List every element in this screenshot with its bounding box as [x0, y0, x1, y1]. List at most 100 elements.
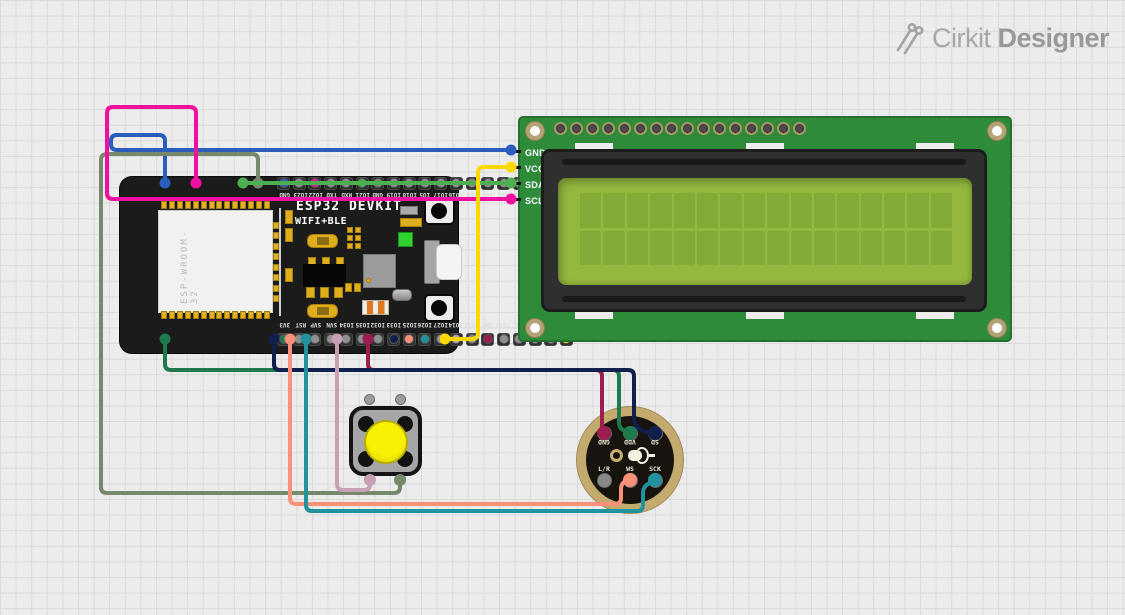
lcd-pin[interactable] [713, 122, 727, 135]
lcd-char-cell [696, 193, 719, 228]
lcd-char-cell [720, 230, 742, 265]
esp32-pin[interactable] [497, 332, 511, 346]
lcd-pin[interactable] [585, 122, 599, 135]
crystal-pad [355, 227, 361, 233]
button-cap[interactable] [363, 419, 408, 464]
lcd-pin[interactable] [681, 122, 695, 135]
esp32-pin[interactable] [402, 332, 416, 346]
mic-label-lr: L/R [598, 465, 610, 473]
lcd-pin[interactable] [745, 122, 759, 135]
lcd-char-cell [743, 230, 766, 265]
lcd-char-cell [837, 193, 859, 228]
lcd-char-cell [860, 230, 883, 265]
crystal-pad [347, 227, 353, 233]
wire-terminal-mic-sck[interactable] [648, 473, 662, 487]
lcd-pin[interactable] [792, 122, 806, 135]
lcd16x2-display[interactable]: GND VCC SDA SCL [513, 116, 1012, 342]
lcd-char-cell [580, 230, 602, 265]
module-pad [216, 311, 223, 319]
module-pad [273, 274, 279, 282]
wire-terminal-lcd-sda[interactable] [505, 177, 517, 189]
module-pad [184, 201, 191, 209]
bezel-slot [562, 159, 966, 165]
wire-lcd-scl[interactable] [105, 105, 513, 201]
module-pad [232, 311, 239, 319]
module-pad [256, 201, 263, 209]
wire-button-io14[interactable] [335, 337, 372, 492]
module-pads-bottom [161, 311, 270, 319]
wire-terminal-lcd-scl[interactable] [190, 177, 202, 189]
mic-icon-stem [649, 454, 655, 457]
esp32-pin[interactable] [387, 332, 401, 346]
wire-terminal-button-gnd[interactable] [394, 474, 406, 486]
button-pin[interactable] [395, 394, 406, 405]
wire-terminal-lcd-gnd[interactable] [505, 144, 517, 156]
lcd-pin[interactable] [569, 122, 583, 135]
usb-uart-chip [363, 254, 396, 288]
wire-terminal-lcd-scl[interactable] [505, 193, 517, 205]
pin-hole [667, 124, 677, 133]
wire-terminal-mic-vdd[interactable] [159, 333, 171, 345]
wire-terminal-lcd-vcc[interactable] [505, 161, 517, 173]
capacitor-body [317, 237, 329, 245]
brand-logo: Cirkit Designer [889, 20, 1109, 56]
pin-hole [731, 124, 741, 133]
screw-hole [987, 318, 1007, 338]
lcd-pin[interactable] [617, 122, 631, 135]
pin-hole [651, 124, 661, 133]
esp32-pin[interactable] [418, 332, 432, 346]
lcd-pin[interactable] [554, 122, 567, 135]
wire-terminal-mic-sd[interactable] [648, 426, 662, 440]
lcd-pin[interactable] [665, 122, 679, 135]
wire-terminal-mic-ws[interactable] [623, 473, 637, 487]
wire-terminal-mic-ws[interactable] [284, 333, 296, 345]
lcd-bezel [541, 149, 987, 312]
lcd-pin[interactable] [649, 122, 663, 135]
diode [392, 289, 412, 301]
button-pin[interactable] [364, 394, 375, 405]
lcd-pin[interactable] [697, 122, 711, 135]
lcd-pin[interactable] [760, 122, 774, 135]
wire-terminal-lcd-gnd[interactable] [159, 177, 171, 189]
module-pad [200, 201, 207, 209]
solder-tab [916, 310, 954, 319]
module-pad [263, 201, 270, 209]
module-pad [176, 311, 183, 319]
wire-button-gnd[interactable] [99, 152, 402, 495]
lcd-pin[interactable] [729, 122, 743, 135]
esp32-pin[interactable] [371, 332, 385, 346]
pin-hole [556, 124, 565, 133]
lcd-pin[interactable] [633, 122, 647, 135]
wire-terminal-button-io14[interactable] [331, 333, 343, 345]
push-button[interactable] [349, 406, 422, 476]
lcd-char-cell [790, 230, 812, 265]
pin-hole [683, 124, 693, 133]
wire-mic-ws[interactable] [288, 337, 632, 506]
wire-mic-sd[interactable] [272, 337, 657, 435]
wire-lcd-vcc[interactable] [443, 165, 513, 341]
esp32-pin[interactable] [308, 332, 322, 346]
wire-terminal-mic-sd[interactable] [268, 333, 280, 345]
wire-terminal-mic-sck[interactable] [300, 333, 312, 345]
wire-terminal-lcd-vcc[interactable] [439, 333, 451, 345]
wire-terminal-lcd-sda[interactable] [237, 177, 249, 189]
wire-mic-sck[interactable] [304, 337, 657, 513]
wire-mic-gnd[interactable] [366, 337, 606, 435]
chip-leg [334, 287, 343, 298]
wire-terminal-mic-vdd[interactable] [623, 426, 637, 440]
wire-lcd-gnd[interactable] [109, 133, 513, 185]
lcd-pin-label-vcc: VCC [525, 164, 545, 174]
esp32-pin[interactable] [481, 332, 495, 346]
capacitor-body [317, 307, 329, 315]
module-pad [273, 284, 279, 292]
lcd-char-cell [673, 193, 695, 228]
lcd-pin[interactable] [601, 122, 615, 135]
lcd-pin[interactable] [776, 122, 790, 135]
wire-terminal-mic-gnd[interactable] [597, 426, 611, 440]
wire-terminal-mic-gnd[interactable] [362, 333, 374, 345]
wire-terminal-button-io14[interactable] [364, 474, 376, 486]
crystal-pad [355, 235, 361, 241]
mic-pin-lr[interactable] [596, 472, 612, 488]
wire-mic-vdd[interactable] [163, 337, 632, 435]
